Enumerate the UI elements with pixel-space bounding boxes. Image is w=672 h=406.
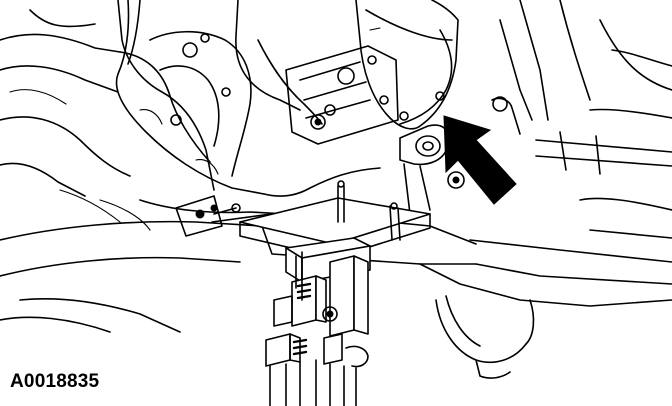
left-body-panel bbox=[0, 9, 131, 197]
right-suspension bbox=[491, 0, 672, 239]
wiring-harness bbox=[115, 0, 453, 197]
tire bbox=[435, 295, 535, 379]
figure-id-label: A0018835 bbox=[10, 371, 100, 392]
transmission-mount bbox=[399, 124, 465, 215]
harness-bracket bbox=[175, 195, 241, 237]
transmission-housing bbox=[117, 0, 301, 191]
engine-block bbox=[285, 45, 399, 145]
support-plate bbox=[239, 180, 431, 259]
arrow-up-left-icon bbox=[443, 115, 517, 205]
oil-pan-cover bbox=[355, 0, 459, 130]
support-jack-tool bbox=[265, 237, 371, 406]
